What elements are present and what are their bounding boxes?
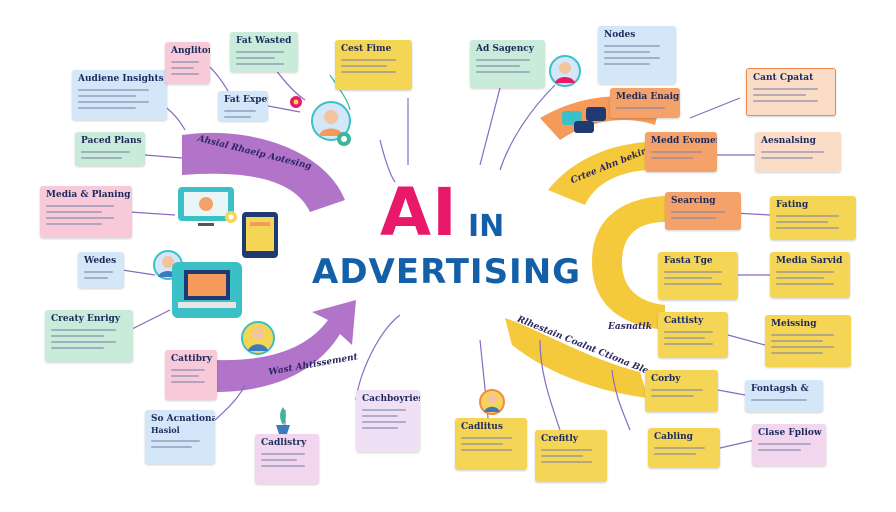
tablet-icon	[242, 212, 278, 258]
node-cattibry[interactable]: Cattibry	[165, 350, 217, 400]
yellow-band-bottom	[505, 318, 648, 398]
node-cant-cpatat[interactable]: Cant Cpatat	[746, 68, 836, 116]
laptop-illustration-icon	[172, 262, 242, 318]
gear-icon	[337, 132, 351, 146]
title-advertising: ADVERTISING	[312, 252, 582, 292]
node-ad-sagency[interactable]: Ad Sagency	[470, 40, 545, 88]
node-so-acnational[interactable]: So Acnational Hasiol	[145, 410, 215, 464]
node-media-planning[interactable]: Media & Planing	[40, 186, 132, 238]
node-medd-evomeng[interactable]: Medd Evomeng	[645, 132, 717, 172]
node-cattisty[interactable]: Cattisty	[658, 312, 728, 358]
node-media-sarvid[interactable]: Media Sarvid	[770, 252, 850, 298]
person-small-icon	[479, 389, 505, 415]
person-with-plant-icon	[241, 321, 275, 355]
node-creative-energy[interactable]: Creaty Enrigy	[45, 310, 133, 362]
plant-pot-icon	[276, 407, 290, 434]
node-nodes[interactable]: Nodes	[598, 26, 676, 84]
flower-icon	[290, 96, 302, 108]
node-fontagsh[interactable]: Fontagsh &	[745, 380, 823, 412]
node-cadlistry[interactable]: Cadlistry	[255, 434, 319, 484]
node-fating[interactable]: Fating	[770, 196, 856, 240]
title-in: IN	[468, 209, 505, 244]
title-ai: AI	[380, 174, 458, 251]
node-cabling[interactable]: Cabling	[648, 428, 720, 468]
computer-illustration-icon	[178, 187, 234, 226]
node-crefitly[interactable]: Crefitly	[535, 430, 607, 482]
node-cadlitus[interactable]: Cadlitus	[455, 418, 527, 470]
node-anglitory[interactable]: Anglitory	[165, 42, 210, 84]
node-audience-insights[interactable]: Audiene Insights	[72, 70, 167, 120]
node-cest-fime[interactable]: Cest Fime	[335, 40, 412, 90]
person-with-device-icon	[311, 101, 351, 141]
node-corby[interactable]: Corby	[645, 370, 718, 412]
node-fasta-tge[interactable]: Fasta Tge	[658, 252, 738, 300]
node-meissing[interactable]: Meissing	[765, 315, 851, 367]
node-fat-wasted[interactable]: Fat Wasted	[230, 32, 298, 72]
node-searcing[interactable]: Searcing	[665, 192, 741, 230]
node-wedes[interactable]: Wedes	[78, 252, 124, 288]
node-cachboyries[interactable]: Cachboyries	[356, 390, 420, 452]
node-aesnalsing[interactable]: Aesnalsing	[755, 132, 841, 172]
woman-with-phone-icon	[549, 55, 581, 87]
gear-small-icon	[225, 211, 237, 223]
data-devices-icon	[562, 107, 606, 133]
purple-band-top	[182, 132, 345, 212]
node-paced-plans[interactable]: Paced Plans	[75, 132, 145, 166]
node-clase-fpliow[interactable]: Clase Fpliow	[752, 424, 826, 466]
node-media-enaig[interactable]: Media Enaig	[610, 88, 680, 118]
yellow-band-c	[592, 196, 665, 330]
yellow-band-top	[548, 141, 665, 205]
purple-band-bottom	[215, 300, 356, 392]
node-fat-expers[interactable]: Fat Expers	[218, 91, 268, 121]
band-label-right-mid: Easnatik	[608, 322, 652, 332]
